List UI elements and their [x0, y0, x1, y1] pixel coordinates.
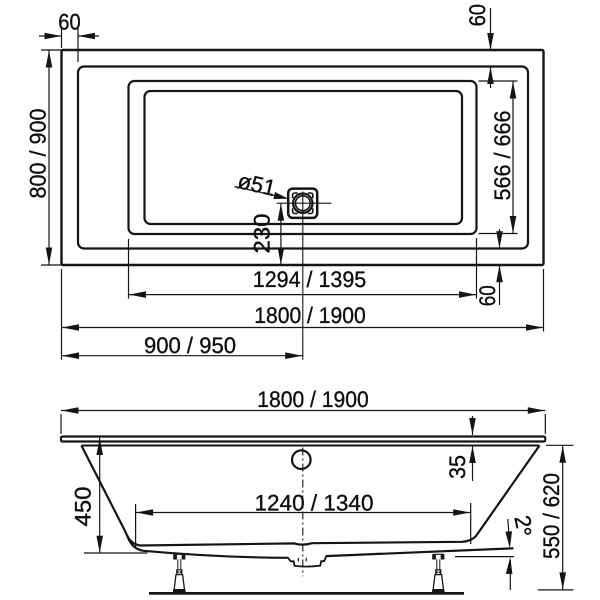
svg-text:550 / 620: 550 / 620 — [539, 473, 564, 559]
svg-text:2: 2 — [509, 513, 536, 530]
svg-text:60: 60 — [58, 9, 80, 34]
svg-text:60: 60 — [475, 285, 500, 306]
svg-text:450: 450 — [71, 487, 96, 527]
svg-text:800 / 900: 800 / 900 — [26, 109, 51, 199]
svg-text:566 / 666: 566 / 666 — [490, 111, 515, 201]
svg-text:1800 / 1900: 1800 / 1900 — [254, 303, 366, 328]
svg-text:1294 / 1395: 1294 / 1395 — [253, 267, 367, 292]
svg-text:1240 / 1340: 1240 / 1340 — [255, 490, 374, 515]
svg-text:60: 60 — [465, 4, 490, 26]
svg-text:35: 35 — [445, 455, 470, 479]
svg-text:230: 230 — [250, 214, 275, 254]
svg-text:900 / 950: 900 / 950 — [144, 333, 236, 358]
svg-text:1800 / 1900: 1800 / 1900 — [257, 387, 369, 412]
